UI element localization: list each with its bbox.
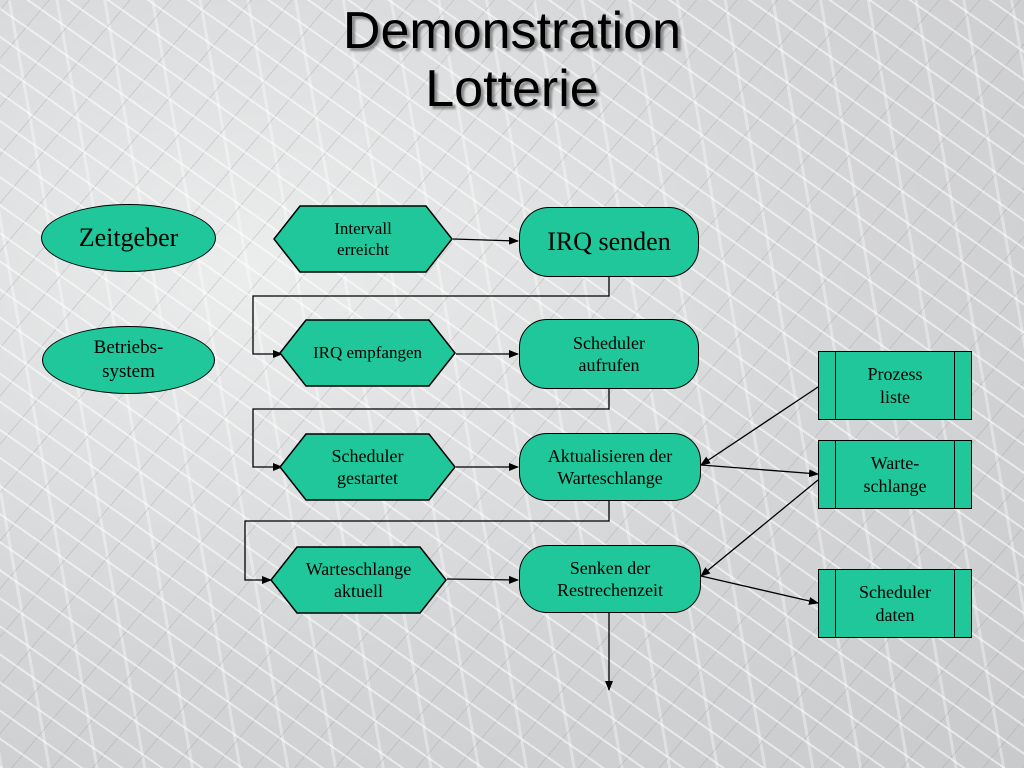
arrow-aktualisieren-to-warteschlange-aktuell [244,501,610,584]
scheduler-aufrufen-node: Scheduler aufrufen [519,319,699,389]
senken-restrechenzeit-node: Senken der Restrechenzeit [519,545,701,613]
warteschlange-aktuell-label: Warteschlange aktuell [305,558,412,602]
hexagon-shape [270,546,447,614]
title-line-2: Lotterie [425,60,599,118]
arrow-prozessliste-to-aktualisieren [700,386,819,466]
scheduler-gestartet-label: Scheduler gestartet [331,445,404,489]
scheduler-aufrufen-label: Scheduler aufrufen [573,332,645,376]
aktualisieren-warteschlange-node: Aktualisieren der Warteschlange [519,433,701,501]
hexagon-shape [279,319,456,387]
irq-empfangen-node: IRQ empfangen [279,319,456,387]
arrow-senken-to-scheduler-daten [700,575,819,605]
hexagon-shape [273,205,453,273]
zeitgeber-label: Zeitgeber [78,222,179,252]
arrow-aktualisieren-to-warteschlange-store [700,464,819,478]
slide-title: Demonstration Lotterie [0,2,1024,118]
intervall-erreicht-node: Intervall erreicht [273,205,453,273]
hexagon-shape [279,433,456,501]
arrow-intervall-to-irq-senden [452,236,519,245]
irq-empfangen-label: IRQ empfangen [312,343,423,363]
warteschlange-store-label: Warte- schlange [863,453,927,496]
zeitgeber-node: Zeitgeber [41,204,216,272]
betriebssystem-label: Betriebs- system [93,337,164,382]
scheduler-daten-store: Scheduler daten [818,569,972,638]
prozess-liste-label: Prozess liste [867,364,923,407]
arrow-warteschlange-aktuell-to-senken [446,575,519,584]
warteschlange-aktuell-node: Warteschlange aktuell [270,546,447,614]
arrow-irq-senden-to-irq-empfangen [252,277,610,358]
betriebssystem-node: Betriebs- system [42,326,215,394]
arrow-scheduler-aufrufen-to-scheduler-gestartet [252,389,610,471]
arrow-warteschlange-store-to-senken [700,479,819,577]
irq-senden-label: IRQ senden [547,226,671,256]
senken-restrechenzeit-label: Senken der Restrechenzeit [557,557,663,601]
irq-senden-node: IRQ senden [519,207,699,277]
prozess-liste-store: Prozess liste [818,351,972,420]
aktualisieren-warteschlange-label: Aktualisieren der Warteschlange [547,445,673,489]
scheduler-gestartet-node: Scheduler gestartet [279,433,456,501]
title-line-1: Demonstration [342,2,682,60]
warteschlange-store: Warte- schlange [818,440,972,509]
intervall-erreicht-label: Intervall erreicht [334,218,392,259]
scheduler-daten-label: Scheduler daten [859,582,931,625]
